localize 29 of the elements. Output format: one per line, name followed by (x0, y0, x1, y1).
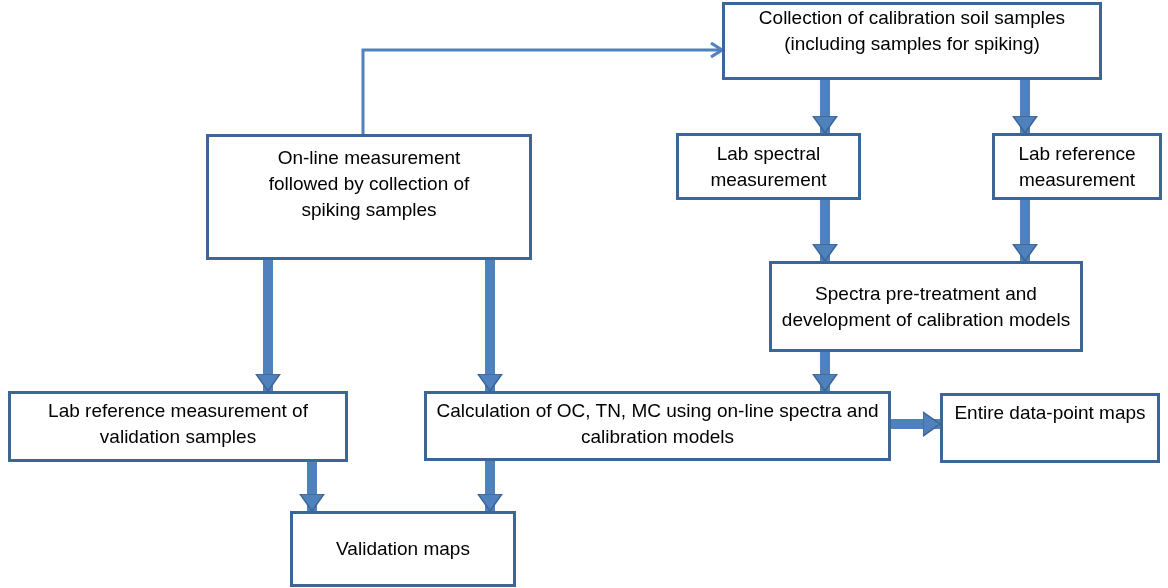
block-arrow (812, 200, 838, 262)
box-label: Collection of calibration soil samples (including samples for spiking) (757, 6, 1067, 56)
block-arrow (1012, 80, 1038, 134)
process-box (206, 134, 532, 260)
process-box (769, 261, 1083, 352)
process-box (8, 391, 348, 462)
box-label: Validation maps (336, 537, 470, 561)
block-arrow (477, 260, 503, 392)
process-box (676, 133, 861, 200)
box-label: Lab spectral measurement (709, 141, 828, 192)
block-arrow (812, 352, 838, 392)
box-label: On-line measurement followed by collection of spiking samples (267, 146, 471, 222)
process-box (992, 133, 1162, 200)
block-arrow (255, 260, 281, 392)
box-label: Lab reference measurement (1017, 141, 1137, 192)
process-box (722, 2, 1102, 80)
block-arrow (1012, 200, 1038, 262)
block-arrow (812, 80, 838, 134)
box-label: Calculation of OC, TN, MC using on-line spectra and calibration models (435, 399, 880, 449)
box-label: Spectra pre-treatment and development of calibration models (780, 281, 1072, 332)
block-arrow (477, 461, 503, 512)
process-box (940, 393, 1160, 463)
box-label: Lab reference measurement of validation samples (47, 399, 309, 449)
process-box (290, 511, 516, 587)
box-label: Entire data-point maps (954, 401, 1146, 425)
block-arrow (891, 411, 941, 437)
process-box (424, 391, 891, 461)
arrow (361, 41, 724, 134)
block-arrow (299, 462, 325, 512)
